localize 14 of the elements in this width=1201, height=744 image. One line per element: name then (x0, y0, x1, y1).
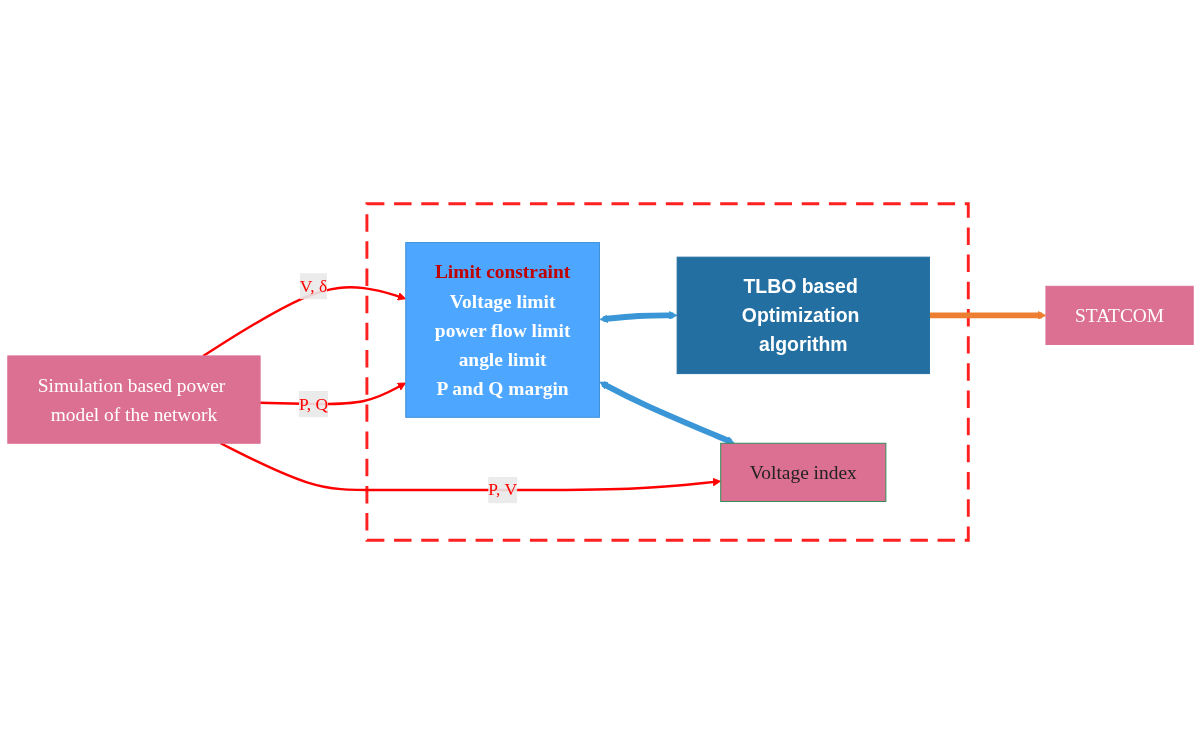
arrow (929, 311, 1047, 320)
node-box: Voltage index (720, 442, 887, 502)
node-box: Simulation based power model of the network (7, 355, 261, 444)
edge-label: P, V (488, 479, 518, 500)
arrow (220, 442, 722, 492)
node-box: TLBO based Optimization algorithm (676, 256, 930, 375)
edge-label: P, Q (298, 393, 329, 414)
edge-label: V, δ (299, 276, 328, 296)
node-box: Limit constraint Voltage limit power flow limit angle limit P and Q margin (405, 242, 600, 418)
arrow (599, 311, 678, 323)
cluster (365, 202, 970, 542)
node-box: STATCOM (1045, 285, 1194, 345)
arrow (599, 381, 735, 445)
arrow (202, 286, 407, 357)
